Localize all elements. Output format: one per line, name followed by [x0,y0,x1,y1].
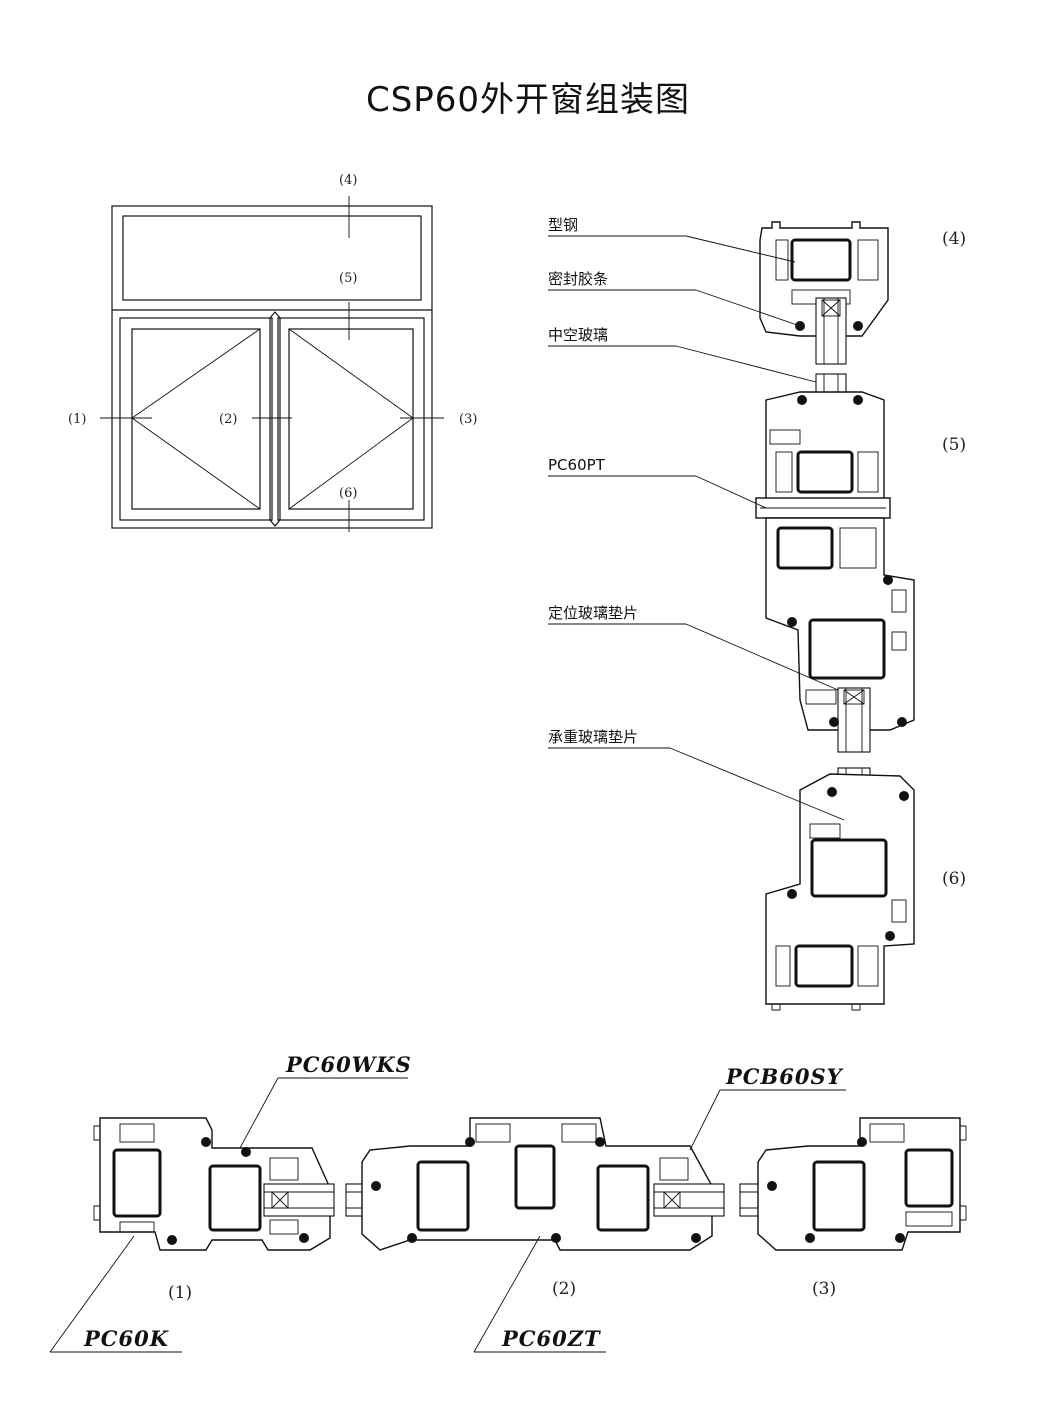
label-glass: 中空玻璃 [548,326,608,344]
left-sash [119,317,273,521]
window-elevation [100,196,444,532]
code-frame: PC60K [83,1326,169,1351]
label-locating-pad: 定位玻璃垫片 [548,604,638,622]
marker-6: (6) [339,486,357,501]
horizontal-marker-middle: (2) [552,1279,576,1299]
page-title: CSP60外开窗组装图 [365,80,691,120]
outer-frame [111,205,433,529]
horizontal-marker-left: (1) [168,1283,192,1303]
horizontal-section-middle [345,1117,725,1251]
right-sash [277,317,425,521]
label-steel: 型钢 [548,216,578,234]
marker-2: (2) [219,412,237,427]
right-opening-marks [288,328,414,510]
vertical-marker-top: (4) [942,229,966,249]
code-sash-left: PC60WKS [285,1052,412,1077]
horizontal-section-left [93,1117,335,1251]
vertical-marker-bottom: (6) [942,869,966,889]
vertical-marker-middle: (5) [942,435,966,455]
marker-1: (1) [68,412,86,427]
transom-pane [122,215,422,301]
mullion [269,311,281,527]
vertical-leaders [548,235,845,821]
marker-5: (5) [339,271,357,286]
marker-3: (3) [459,412,477,427]
marker-4: (4) [339,173,357,188]
horizontal-leaders [49,1077,846,1353]
vertical-section [755,221,915,1011]
label-mullion: PC60PT [548,456,606,474]
left-opening-marks [131,328,261,510]
horizontal-marker-right: (3) [812,1279,836,1299]
code-mullion: PC60ZT [501,1326,601,1351]
code-sash-right: PCB60SY [725,1064,844,1089]
label-bearing-pad: 承重玻璃垫片 [548,728,638,746]
label-gasket: 密封胶条 [548,270,608,288]
horizontal-section-right [739,1117,967,1251]
